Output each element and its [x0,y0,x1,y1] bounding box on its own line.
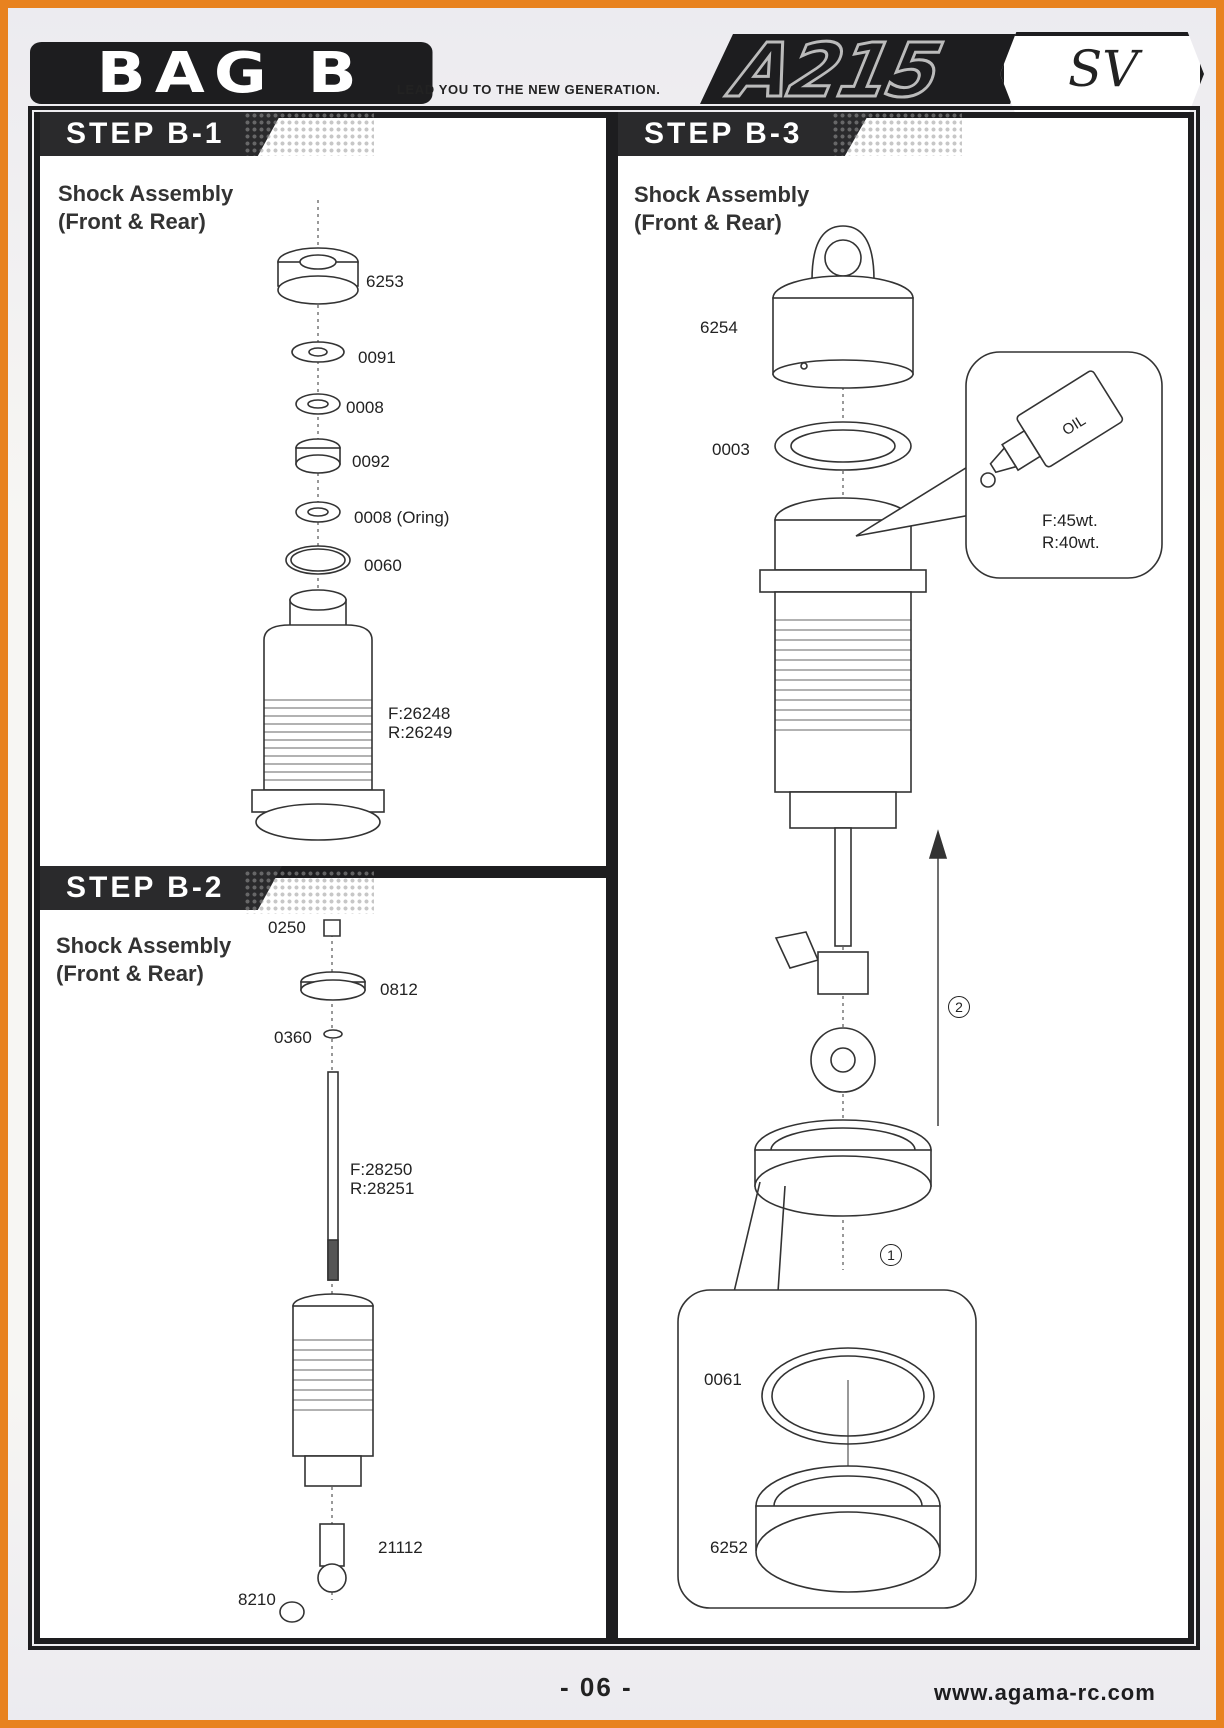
step-b1-tab: STEP B-1 [40,112,282,156]
step-b2-subtitle: Shock Assembly (Front & Rear) [56,932,231,988]
ball-8210-icon [279,1601,305,1623]
step-b1-tab-pattern [244,112,374,156]
part-label: F:26248 R:26249 [388,704,453,742]
brand-bar [700,34,1030,104]
part-label: 0003 [712,440,750,459]
part-label: 0091 [358,348,396,367]
part-label: 6253 [366,272,404,291]
part-label: F:28250 R:28251 [350,1160,415,1198]
part-label: 0008 (Oring) [354,508,450,527]
step-b1-subtitle-line1: Shock Assembly [58,181,234,206]
order-1-marker: 1 [880,1244,902,1266]
shock-body-assembled-icon [292,1293,374,1487]
part-label: 0008 [346,398,384,417]
step-b2-tab-pattern [244,870,374,914]
bladder-0003-icon [774,421,912,471]
step-b3-subtitle-line2: (Front & Rear) [634,210,782,235]
part-label: 8210 [238,1590,276,1609]
step-b2-subtitle-line2: (Front & Rear) [56,961,204,986]
washer-0091-icon [291,341,345,363]
part-label: 0060 [364,556,402,575]
oring-0008-second-icon [295,501,341,523]
page-number: - 06 - [560,1672,633,1702]
shock-body-b3-icon [759,497,927,947]
part-label: 6254 [700,318,738,337]
order-2-marker: 2 [948,996,970,1018]
oring-0060-icon [285,545,351,575]
shock-body-icon [251,589,385,841]
nut-0250-icon [323,919,341,937]
shock-cap-6254-icon [772,225,914,389]
shaft-28250-icon [327,1071,339,1281]
tagline: LEAD YOU TO THE NEW GENERATION. [397,82,661,97]
oil-bottle-icon [989,370,1124,474]
oil-weights: F:45wt. R:40wt. [1042,510,1100,554]
step-b2-subtitle-line1: Shock Assembly [56,933,232,958]
washer-0360-icon [323,1029,343,1039]
part-label: 0250 [268,918,306,937]
collar-b3-icon [754,1119,932,1217]
part-label: 0092 [352,452,390,471]
collar-6252-icon [755,1465,941,1593]
variant-logo: SV [1068,40,1139,98]
step-b1-subtitle-line2: (Front & Rear) [58,209,206,234]
variant-badge [1000,32,1204,116]
website-url: www.agama-rc.com [934,1680,1156,1705]
part-label: 6252 [710,1538,748,1557]
shock-cap-6253-icon [277,247,359,305]
part-label: 21112 [378,1538,423,1557]
step-b3-subtitle-line1: Shock Assembly [634,182,810,207]
oil-front-weight: F:45wt. [1042,511,1098,530]
oil-rear-weight: R:40wt. [1042,533,1100,552]
spacer-0092-icon [295,438,341,474]
step-b3-subtitle: Shock Assembly (Front & Rear) [634,181,809,237]
piston-0812-icon [300,971,366,1001]
part-label: 0061 [704,1370,742,1389]
step-b2-tab: STEP B-2 [40,866,282,910]
step-b3-tab-pattern [832,112,962,156]
bag-title: BAG B [30,41,433,106]
rod-end-b3-icon [774,931,876,1093]
oring-0008-icon [295,393,341,415]
step-b1-subtitle: Shock Assembly (Front & Rear) [58,180,233,236]
part-label: 0360 [274,1028,312,1047]
step-b3-tab: STEP B-3 [618,112,870,156]
part-label: 0812 [380,980,418,999]
rod-end-21112-icon [317,1523,347,1593]
